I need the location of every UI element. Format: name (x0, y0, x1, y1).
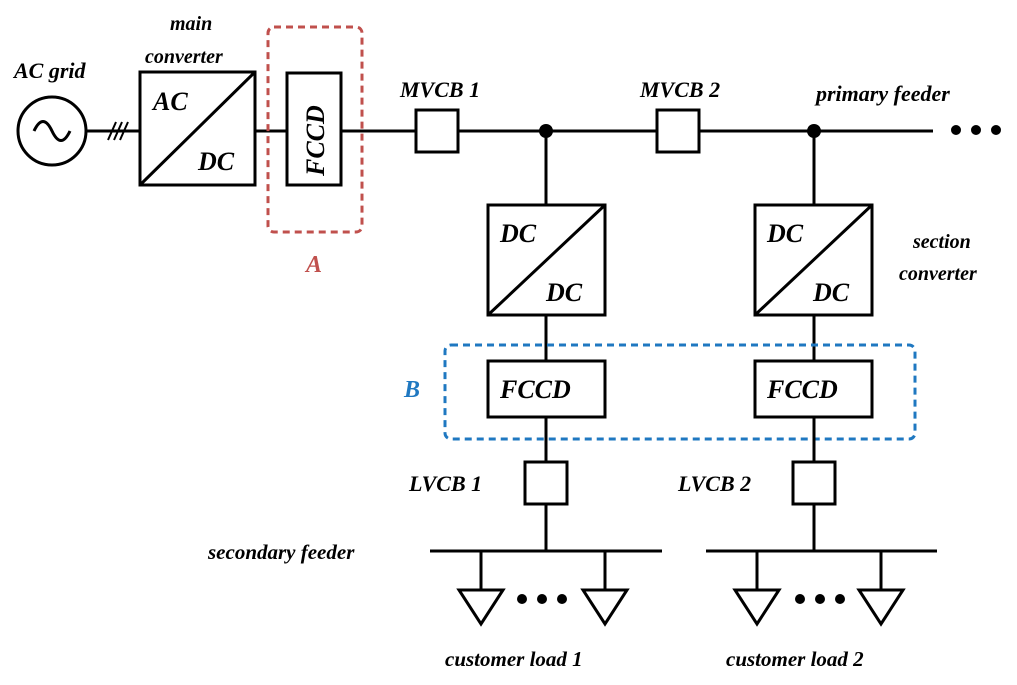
region-a-dashed-box (266, 25, 364, 234)
load2-dots-icon (795, 594, 845, 604)
mvcb1-breaker (414, 108, 460, 154)
main-converter-dc-text: DC (197, 147, 235, 176)
load2a-icon (732, 588, 782, 627)
section-converter-1-dc-top: DC (499, 219, 537, 248)
fccd-b2-text: FCCD (766, 375, 838, 404)
main-converter-label-1: main (170, 13, 212, 35)
section-converter-2-block: DC DC (753, 203, 874, 317)
lvcb1-label: LVCB 1 (408, 471, 482, 496)
main-converter-label-2: converter (145, 46, 223, 68)
mvcb2-label: MVCB 2 (639, 77, 720, 102)
section-converter-2-dc-top: DC (766, 219, 804, 248)
region-b-dashed-box (443, 343, 917, 441)
load2b-icon (856, 588, 906, 627)
continuation-dots-icon (951, 125, 1001, 135)
section-converter-1-block: DC DC (486, 203, 607, 317)
main-converter-block: AC DC (138, 70, 257, 187)
three-phase-marker-icon (107, 121, 129, 141)
section-converter-label-2: converter (899, 263, 977, 285)
fccd-a-block: FCCD (285, 71, 343, 187)
fccd-b1-block: FCCD (486, 359, 607, 419)
mvcb1-label: MVCB 1 (399, 77, 480, 102)
mvcb2-breaker (655, 108, 701, 154)
lvcb2-label: LVCB 2 (677, 471, 751, 496)
customer-load-2-label: customer load 2 (726, 647, 864, 671)
section-converter-1-dc-bottom: DC (545, 278, 583, 307)
fccd-a-text: FCCD (301, 105, 330, 177)
region-a-label: A (304, 252, 322, 278)
load1a-icon (456, 588, 506, 627)
sine-wave-icon (32, 120, 72, 142)
region-b-label: B (403, 377, 420, 403)
section-converter-2-dc-bottom: DC (812, 278, 850, 307)
primary-feeder-label: primary feeder (814, 81, 950, 106)
secondary-feeder-label: secondary feeder (207, 540, 355, 564)
section-converter-label-1: section (912, 231, 971, 253)
fccd-b1-text: FCCD (499, 375, 571, 404)
lvcb2-breaker (791, 460, 837, 506)
lvcb1-breaker (523, 460, 569, 506)
ac-grid-label: AC grid (12, 58, 87, 83)
main-converter-ac-text: AC (151, 87, 188, 116)
load1-dots-icon (517, 594, 567, 604)
load1b-icon (580, 588, 630, 627)
customer-load-1-label: customer load 1 (445, 647, 583, 671)
fccd-b2-block: FCCD (753, 359, 874, 419)
